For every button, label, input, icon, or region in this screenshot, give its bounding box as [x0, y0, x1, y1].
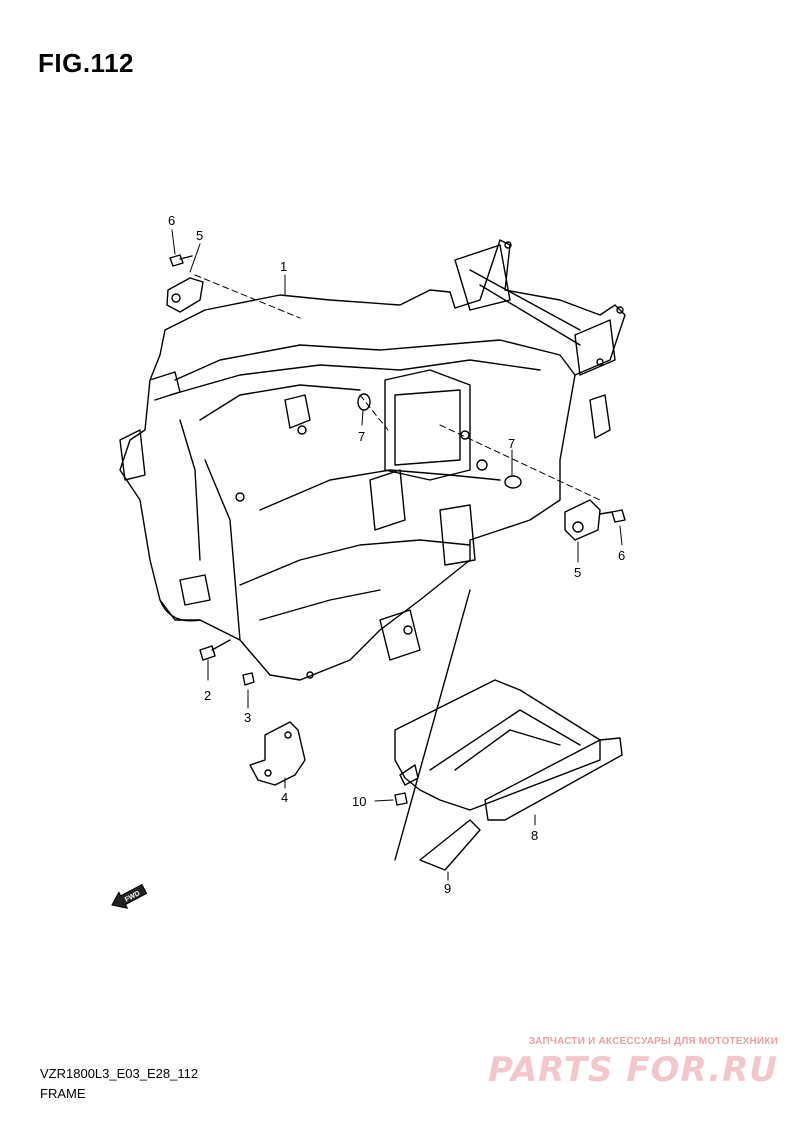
bolt-part-6-left	[169, 254, 193, 267]
bracket-part-5-left	[166, 277, 204, 313]
pipe-part-8	[484, 737, 623, 821]
callout-2: 2	[204, 688, 211, 703]
fwd-label: FWD	[124, 890, 141, 904]
nut-part-3	[242, 672, 255, 686]
bolt-part-6-right	[599, 509, 626, 523]
section-name: FRAME	[40, 1086, 86, 1101]
grommet-part-7-a	[357, 393, 371, 411]
callout-1: 1	[280, 259, 287, 274]
callout-8: 8	[531, 828, 538, 843]
screw-part-10	[394, 792, 408, 806]
fwd-arrow-icon: FWD	[111, 883, 148, 909]
callout-5-left: 5	[196, 228, 203, 243]
bracket-part-4	[249, 721, 306, 786]
callout-7-left: 7	[358, 429, 365, 444]
figure-title: FIG.112	[38, 48, 134, 78]
callout-10: 10	[352, 794, 366, 809]
bolt-part-2	[199, 639, 231, 661]
callout-9: 9	[444, 881, 451, 896]
guard-part-9	[394, 589, 601, 871]
callout-6-right: 6	[618, 548, 625, 563]
model-code: VZR1800L3_E03_E28_112	[40, 1066, 199, 1081]
grommet-part-7-b	[504, 475, 522, 489]
callout-3: 3	[244, 710, 251, 725]
watermark-tagline: ЗАПЧАСТИ И АКСЕССУАРЫ ДЛЯ МОТОТЕХНИКИ	[528, 1036, 778, 1047]
watermark-brand: PARTS FOR.RU	[488, 1050, 778, 1090]
callout-6-left: 6	[168, 213, 175, 228]
callout-4: 4	[281, 790, 288, 805]
callout-7-right: 7	[508, 436, 515, 451]
frame-main	[119, 239, 626, 681]
callout-5-right: 5	[574, 565, 581, 580]
bracket-part-5-right	[564, 499, 601, 541]
